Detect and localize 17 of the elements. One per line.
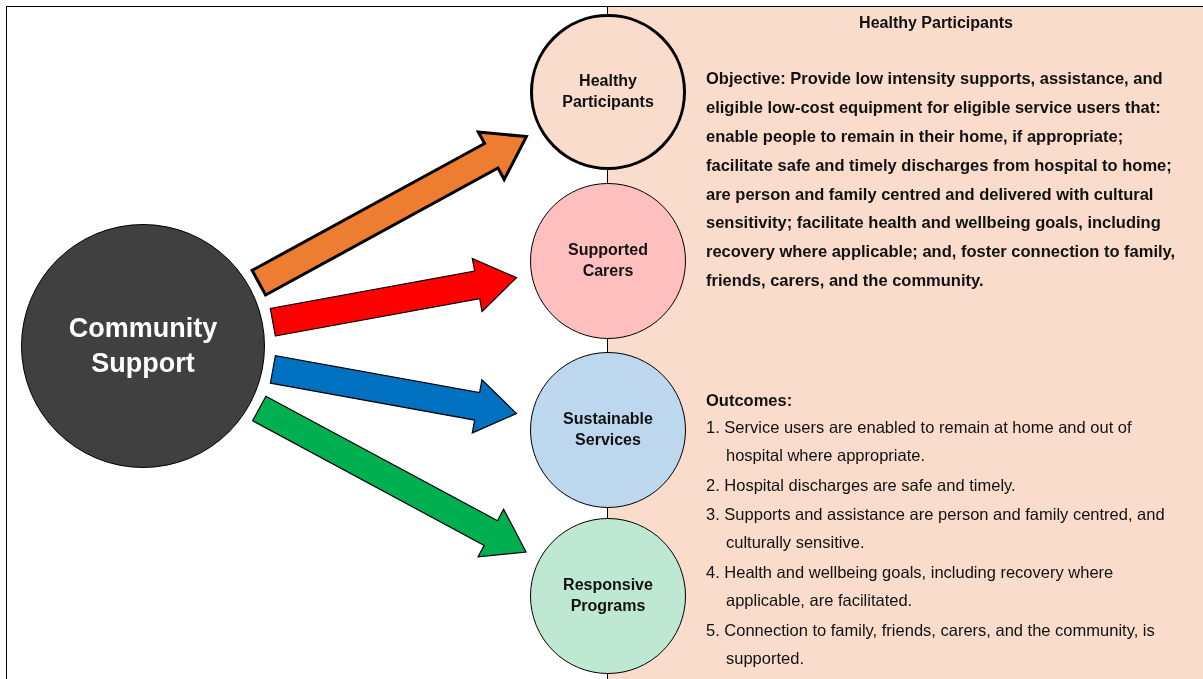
outcome-item: 2. Hospital discharges are safe and timely. — [706, 475, 1017, 496]
topic-circle: Supported Carers — [530, 183, 686, 339]
hub-circle: Community Support — [21, 224, 265, 468]
objective-text: Objective: Provide low intensity supports, assistance, and eligible low-cost equipment for eligible service users that: enable people to remain in their home, if appropriate; facilitate safe and timely discharges from hospital to home; are person and family centred and delivered with cultural sensitivity; facilitate health and wellbeing goals, including recovery where applicable; and, foster connection to family, friends, carers, and the community. — [706, 68, 1176, 292]
topic-circle: Responsive Programs — [530, 518, 686, 674]
block-arrow — [269, 257, 518, 337]
outcome-item: 3. Supports and assistance are person and family centred, and culturally sensitive. — [706, 504, 1166, 554]
outcome-item: 4. Health and wellbeing goals, including recovery where applicable, are facilitated. — [706, 562, 1115, 612]
outcomes-heading: Outcomes: — [706, 390, 794, 411]
block-arrow — [269, 355, 518, 434]
panel-heading: Healthy Participants — [858, 13, 1014, 33]
block-arrow — [250, 130, 529, 298]
topic-circle: Healthy Participants — [530, 14, 686, 170]
outcome-item: 1. Service users are enabled to remain at home and out of hospital where appropriate. — [706, 417, 1133, 467]
block-arrow — [251, 395, 528, 558]
topic-circle: Sustainable Services — [530, 352, 686, 508]
outcome-item: 5. Connection to family, friends, carers, and the community, is supported. — [706, 620, 1156, 670]
